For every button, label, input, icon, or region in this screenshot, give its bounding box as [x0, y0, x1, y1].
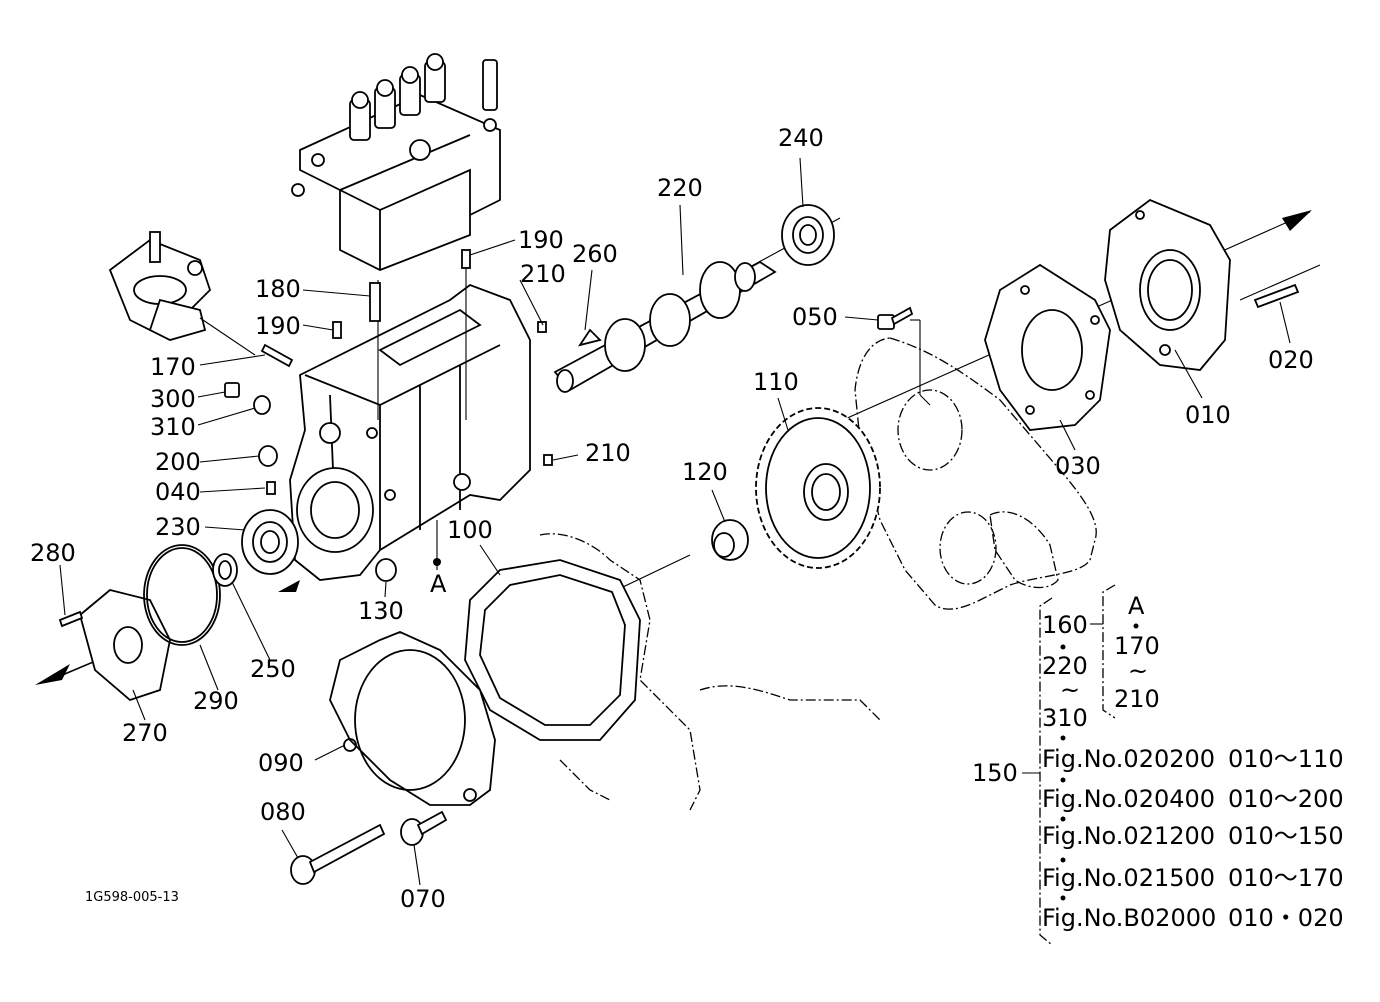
- injection-pump: [291, 53, 501, 271]
- fig-ref-number: Fig.No.020400: [1042, 785, 1215, 813]
- label-050: 050: [792, 303, 838, 331]
- drawing-code: 1G598-005-13: [85, 890, 179, 905]
- housing-090: [329, 631, 496, 806]
- bolt-080: [290, 823, 386, 885]
- label-200: 200: [155, 448, 201, 476]
- label-040: 040: [155, 478, 201, 506]
- bearing-240: [781, 204, 835, 266]
- fig-ref-range: 010・020: [1228, 904, 1344, 932]
- legend-a: A: [1128, 592, 1145, 620]
- assembly-legend: 160 220 ~ 310 A 170 ~ 210 150 Fig.No.020…: [972, 584, 1344, 946]
- fig-ref-row: Fig.No.B02000 010・020: [1042, 904, 1344, 932]
- legend-210: 210: [1114, 685, 1160, 713]
- label-110: 110: [753, 368, 799, 396]
- label-210-top: 210: [520, 260, 566, 288]
- label-170: 170: [150, 353, 196, 381]
- fig-ref-number: Fig.No.B02000: [1042, 904, 1216, 932]
- fig-ref-number: Fig.No.020200: [1042, 745, 1215, 773]
- legend-150: 150: [972, 759, 1018, 787]
- feed-pump: [108, 231, 256, 356]
- fig-ref-number: Fig.No.021200: [1042, 822, 1215, 850]
- fig-ref-row: Fig.No.021500 010～170: [1042, 864, 1344, 892]
- label-270: 270: [122, 719, 168, 747]
- label-180: 180: [255, 275, 301, 303]
- fig-ref-row: Fig.No.020200 010～110: [1042, 745, 1344, 773]
- fig-ref-range: 010～110: [1228, 745, 1344, 773]
- o-ring-290: [143, 544, 221, 646]
- legend-310: 310: [1042, 704, 1088, 732]
- bearing-230: [241, 509, 299, 575]
- screw-280: [58, 610, 84, 628]
- label-240: 240: [778, 124, 824, 152]
- label-070: 070: [400, 885, 446, 913]
- direction-arrows: [35, 210, 1312, 685]
- gear-110: [755, 407, 881, 569]
- label-300: 300: [150, 385, 196, 413]
- seal-250: [212, 553, 238, 587]
- label-190-right: 190: [518, 226, 564, 254]
- gear-case: [289, 250, 531, 581]
- legend-160: 160: [1042, 611, 1088, 639]
- label-020: 020: [1268, 346, 1314, 374]
- stud-020: [1253, 283, 1300, 309]
- bolt-050: [877, 306, 914, 330]
- label-a: A: [430, 570, 447, 598]
- label-080: 080: [260, 798, 306, 826]
- bolt-070: [400, 810, 448, 846]
- label-120: 120: [682, 458, 728, 486]
- fig-ref-range: 010～200: [1228, 785, 1344, 813]
- legend-170: 170: [1114, 632, 1160, 660]
- engine-block-outline: [539, 337, 1097, 811]
- camshaft: [553, 260, 777, 393]
- fig-ref-row: Fig.No.020400 010～200: [1042, 785, 1344, 813]
- label-250: 250: [250, 655, 296, 683]
- gasket-100: [464, 559, 641, 741]
- label-090: 090: [258, 749, 304, 777]
- fig-ref-row: Fig.No.021200 010～150: [1042, 822, 1344, 850]
- legend-tilde-left: ~: [1060, 676, 1080, 704]
- bushing-120: [711, 519, 749, 561]
- label-310: 310: [150, 413, 196, 441]
- label-220: 220: [657, 174, 703, 202]
- label-130: 130: [358, 597, 404, 625]
- marker-a-dot: [433, 558, 441, 566]
- label-210-bottom: 210: [585, 439, 631, 467]
- legend-220: 220: [1042, 652, 1088, 680]
- label-010: 010: [1185, 401, 1231, 429]
- label-030: 030: [1055, 452, 1101, 480]
- fig-ref-number: Fig.No.021500: [1042, 864, 1215, 892]
- label-190-left: 190: [255, 312, 301, 340]
- gasket-030: [984, 263, 1111, 431]
- label-260: 260: [572, 240, 618, 268]
- label-290: 290: [193, 687, 239, 715]
- small-parts: [224, 249, 553, 582]
- fig-ref-range: 010～170: [1228, 864, 1344, 892]
- fig-ref-range: 010～150: [1228, 822, 1344, 850]
- cover-010: [1104, 198, 1231, 371]
- callout-labels: 010 020 030 040 050 070 080 090 100 110 …: [30, 124, 1314, 913]
- label-100: 100: [447, 516, 493, 544]
- leader-lines: [59, 157, 1291, 886]
- label-230: 230: [155, 513, 201, 541]
- label-280: 280: [30, 539, 76, 567]
- legend-tilde-right: ~: [1128, 657, 1148, 685]
- cover-270: [78, 589, 171, 702]
